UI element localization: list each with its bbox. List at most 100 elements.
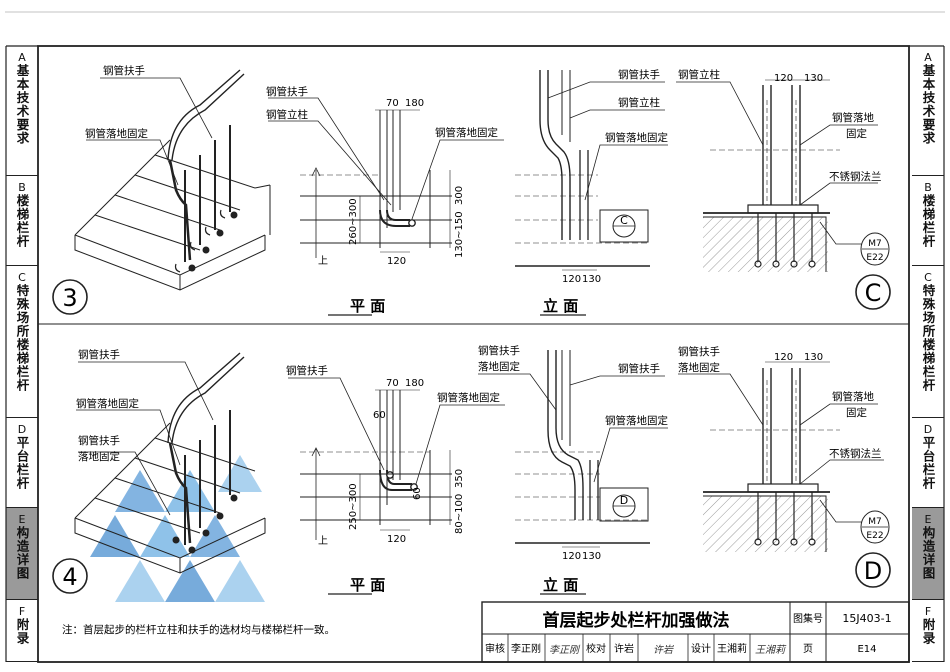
- index-tab-label: 基本技术要求: [14, 64, 30, 145]
- elev3-dim-120: 120: [562, 274, 581, 285]
- elev4-ref: D: [620, 494, 628, 507]
- checker-signature: 许岩: [653, 644, 674, 656]
- detail-number-3: 3: [62, 284, 77, 312]
- detail-ref-d: D: [864, 557, 882, 585]
- elev4-handrailfix-2: 落地固定: [478, 360, 520, 373]
- elev4-floorfix-label: 钢管落地固定: [605, 414, 668, 427]
- elev-bottom-leaders: [478, 373, 668, 483]
- iso-leaders-3: [86, 77, 213, 186]
- detail-d-leaders: [678, 373, 884, 523]
- detail-c-leaders: [676, 81, 878, 245]
- index-tab-letter: A: [18, 51, 26, 64]
- index-tab-letter: F: [924, 605, 932, 618]
- page-number: E14: [857, 644, 876, 655]
- elev3-title: 立 面: [543, 297, 578, 315]
- index-tab-letter: C: [18, 271, 26, 284]
- elev4-handrailfix-1: 钢管扶手: [478, 344, 520, 357]
- detail-number-4: 4: [62, 563, 77, 591]
- index-tab-letter: F: [18, 605, 26, 618]
- detd-bolt-2: E22: [866, 531, 883, 541]
- plan3-up: 上: [318, 255, 328, 267]
- detd-flange-label: 不锈钢法兰: [829, 447, 882, 460]
- iso-stair-3: [74, 69, 271, 291]
- atlas-label: 图集号: [793, 612, 823, 625]
- sheet-title: 首层起步处栏杆加强做法: [543, 610, 730, 631]
- plan4-dim-250-300: 250~300: [348, 483, 359, 530]
- detd-floorfix-2: 固定: [846, 406, 867, 419]
- detd-handrailfix-2: 落地固定: [678, 361, 720, 374]
- index-tab-letter: E: [924, 513, 932, 526]
- plan3-floorfix-label: 钢管落地固定: [435, 126, 498, 139]
- detail-circle-d: [855, 552, 891, 588]
- elev4-dim-120: 120: [562, 551, 581, 562]
- index-tab-label: 构造详图: [14, 526, 30, 580]
- index-tab-letter: D: [17, 423, 27, 436]
- elev3-post-label: 钢管立柱: [618, 96, 660, 109]
- iso-leaders-4: [76, 361, 214, 516]
- elev4-handrail-label: 钢管扶手: [618, 362, 660, 375]
- elev3-floorfix-label: 钢管落地固定: [605, 131, 668, 144]
- index-tab-label: 构造详图: [920, 526, 936, 580]
- elev4-title: 立 面: [543, 576, 578, 594]
- plan3-dim-300: 300: [454, 186, 465, 205]
- reviewer-signature: 李正刚: [549, 644, 581, 656]
- detc-bolt-1: M7: [868, 239, 882, 249]
- iso-stair-4: [74, 352, 266, 574]
- index-tab-label: 平台栏杆: [14, 436, 30, 490]
- atlas-number: 15J403-1: [842, 612, 891, 625]
- plan3-dim-120: 120: [387, 256, 406, 267]
- plan4-dim-120: 120: [387, 534, 406, 545]
- checker-name: 许岩: [614, 642, 634, 655]
- detc-bolt-2: E22: [866, 253, 883, 263]
- detc-dim-130: 130: [804, 73, 823, 84]
- plan4-dim-60a: 60: [373, 410, 386, 421]
- detd-handrailfix-1: 钢管扶手: [678, 345, 720, 358]
- iso4-floorfix-label: 钢管落地固定: [76, 397, 139, 410]
- detail-d-lines: [703, 361, 840, 552]
- iso3-handrail-label: 钢管扶手: [103, 64, 145, 77]
- elev3-handrail-label: 钢管扶手: [618, 68, 660, 81]
- index-tab-label: 附录: [920, 618, 936, 645]
- plan3-dim-180: 180: [405, 98, 424, 109]
- plan4-dim-60b: 60: [412, 487, 423, 500]
- plan4-title: 平 面: [350, 576, 385, 594]
- elev-bottom-lines: [515, 350, 650, 548]
- plan3-handrail-label: 钢管扶手: [266, 85, 308, 98]
- detc-floorfix-1: 钢管落地: [832, 111, 874, 124]
- detc-post-label: 钢管立柱: [678, 68, 720, 81]
- plan4-dim-70: 70: [386, 378, 399, 389]
- detd-dim-130: 130: [804, 352, 823, 363]
- page-label: 页: [803, 643, 813, 655]
- detail-number-circle-3: [52, 279, 88, 315]
- title-block: [481, 601, 910, 663]
- index-tab-label: 特殊场所楼梯栏杆: [14, 284, 30, 392]
- reviewer-name: 李正刚: [511, 642, 541, 655]
- index-tab-letter: B: [924, 181, 932, 194]
- plan4-dim-180: 180: [405, 378, 424, 389]
- index-tab-label: 平台栏杆: [920, 436, 936, 490]
- plan3-post-label: 钢管立柱: [266, 108, 308, 121]
- plan4-dim-80-100: 80~100: [454, 494, 465, 534]
- iso3-floorfix-label: 钢管落地固定: [85, 127, 148, 140]
- plan3-title: 平 面: [350, 297, 385, 315]
- designer-name: 王湘莉: [717, 642, 747, 655]
- plan4-up: 上: [318, 535, 328, 547]
- plan4-handrail-label: 钢管扶手: [286, 364, 328, 377]
- detd-dim-120: 120: [774, 352, 793, 363]
- index-tab-letter: D: [923, 423, 933, 436]
- plan3-dim-130-150: 130~150: [454, 211, 465, 258]
- detail-circle-c: [855, 274, 891, 310]
- designer-signature: 王湘莉: [755, 644, 787, 656]
- index-tab-letter: A: [924, 51, 932, 64]
- elev3-dim-130: 130: [582, 274, 601, 285]
